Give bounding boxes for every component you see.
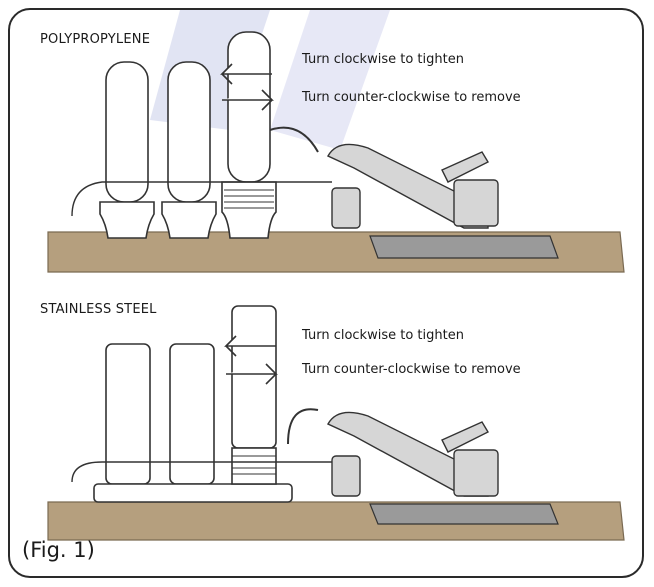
arrow-counter-clockwise-icon <box>226 363 278 385</box>
faucet-body <box>453 179 499 227</box>
diverter <box>331 187 361 229</box>
instruction-remove-bottom: Turn counter-clockwise to remove <box>302 362 521 377</box>
polypropylene-scene <box>47 31 625 273</box>
faucet-handle <box>441 421 489 453</box>
instruction-tighten-top: Turn clockwise to tighten <box>302 52 464 67</box>
instruction-remove-top: Turn counter-clockwise to remove <box>302 90 521 105</box>
faucet-body <box>453 449 499 497</box>
base-1 <box>99 201 155 239</box>
housing-3 <box>231 305 277 449</box>
panel-title-stainless-steel: STAINLESS STEEL <box>40 302 157 317</box>
housing-2 <box>169 343 215 485</box>
figure-frame: POLYPROPYLENE Turn clockwise to tighten … <box>8 8 644 578</box>
faucet-neck <box>327 143 489 229</box>
figure-caption: (Fig. 1) <box>22 538 95 562</box>
arrow-clockwise-icon <box>224 335 276 357</box>
diverter <box>331 455 361 497</box>
arrow-counter-clockwise-icon <box>222 89 274 111</box>
stainless-steel-scene <box>47 305 625 541</box>
housing-3-cap <box>231 447 277 485</box>
faucet-handle <box>441 151 489 183</box>
panel-title-polypropylene: POLYPROPYLENE <box>40 32 151 47</box>
sink <box>369 503 559 525</box>
housing-base-plate <box>93 483 293 503</box>
arrow-clockwise-icon <box>220 63 272 85</box>
base-2 <box>161 201 217 239</box>
instruction-tighten-bottom: Turn clockwise to tighten <box>302 328 464 343</box>
housing-1 <box>105 343 151 485</box>
sink <box>369 235 559 259</box>
